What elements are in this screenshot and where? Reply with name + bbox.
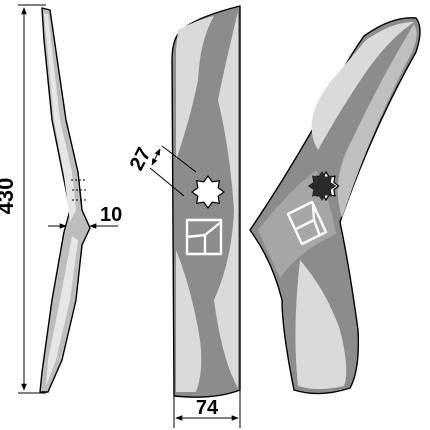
side-view-lower-shade (46, 236, 78, 386)
hole-dimension-line (151, 148, 161, 166)
front-view (171, 5, 241, 398)
front-view-upper-face (176, 16, 214, 160)
perspective-top-face (311, 22, 414, 150)
length-dimension: 430 (0, 4, 46, 394)
front-view-lower-face (176, 250, 202, 392)
hole-diameter-label: 27 (126, 144, 156, 174)
square-logo-mark-icon (185, 218, 223, 256)
length-label: 430 (0, 178, 18, 215)
side-view-blade (39, 7, 91, 393)
width-dimension: 74 (173, 390, 241, 428)
square-logo-mark-icon (286, 200, 328, 246)
star-hole-shadow (307, 171, 337, 201)
hole-leader-2 (149, 167, 185, 197)
width-label: 74 (196, 397, 219, 419)
side-view-edge-shade (44, 14, 76, 222)
side-view (39, 7, 91, 393)
star-hole-icon (190, 174, 226, 210)
perspective-side-face (337, 24, 417, 218)
perspective-lower-face (295, 260, 347, 389)
front-view-right-face (214, 12, 238, 388)
perspective-view (249, 17, 421, 395)
thickness-label: 10 (100, 204, 122, 226)
perspective-mid-face (258, 170, 336, 278)
thickness-dimension: 10 (48, 204, 122, 229)
hole-leader-1 (161, 145, 197, 173)
